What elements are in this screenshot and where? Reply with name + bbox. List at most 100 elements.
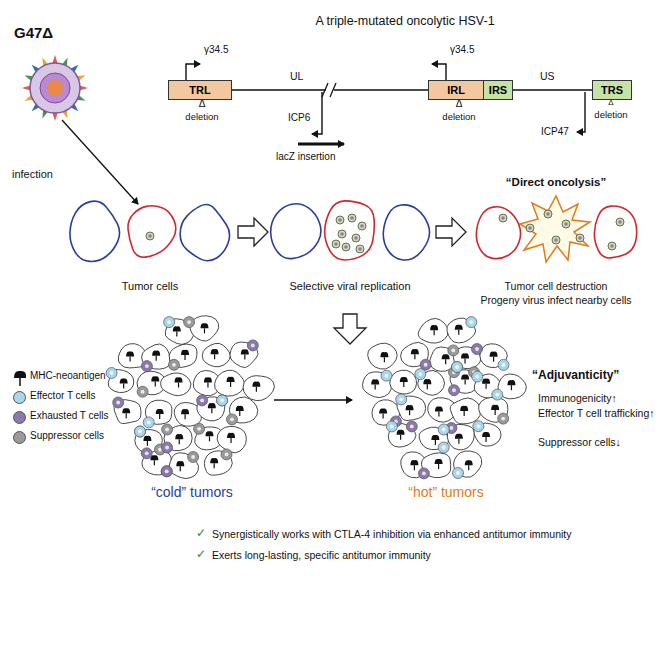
mhc <box>200 323 208 328</box>
mhc <box>455 434 463 439</box>
virus <box>332 240 340 248</box>
mhc <box>495 410 496 415</box>
mhc <box>176 461 184 466</box>
immune-nucleus <box>138 430 142 434</box>
immune-cell <box>452 362 463 373</box>
mhc <box>208 403 216 408</box>
lacz-arrow <box>298 143 344 146</box>
tumor-cell <box>114 400 141 424</box>
immune-nucleus <box>469 320 473 324</box>
immune-cell <box>449 385 460 396</box>
mhc <box>371 379 379 384</box>
mhc <box>204 377 212 382</box>
tumor-cell <box>180 204 229 260</box>
mhc <box>185 414 186 419</box>
virus <box>544 210 552 218</box>
tumor-cell <box>368 343 398 369</box>
mhc <box>181 350 189 355</box>
mhc <box>403 382 404 387</box>
immune-nucleus <box>451 348 455 352</box>
mhc <box>230 438 231 443</box>
tumor-cell <box>128 206 176 257</box>
virus-capsid <box>40 73 70 103</box>
mhc <box>126 351 134 356</box>
gene-region-box: TRS <box>592 80 632 100</box>
mhc <box>442 354 450 359</box>
mhc <box>209 436 210 441</box>
label: deletion <box>185 111 218 122</box>
immune-cell <box>221 449 232 460</box>
tumor-cell <box>230 342 258 368</box>
tumor-cell <box>165 319 194 345</box>
virus-core <box>501 216 505 220</box>
tumor-cell <box>202 343 230 367</box>
legend-text: Suppressor cells <box>30 430 104 442</box>
immune-cell <box>492 389 503 400</box>
mhc <box>155 382 156 387</box>
tumor-cell <box>271 204 321 259</box>
immune-cell <box>113 397 124 408</box>
mhc <box>152 351 160 356</box>
immune-nucleus <box>418 372 422 376</box>
tumor-cell <box>229 397 257 423</box>
label: US <box>540 70 555 83</box>
mhc <box>214 354 215 359</box>
label: “cold” tumors <box>151 484 233 501</box>
legend-swatch <box>13 391 26 404</box>
mhc <box>434 330 435 335</box>
mhc <box>490 352 498 357</box>
mhc <box>435 459 443 464</box>
tumor-cell <box>454 451 482 477</box>
virus <box>358 222 366 230</box>
mhc <box>210 458 218 463</box>
legend-swatch <box>13 411 26 424</box>
virus <box>342 243 350 251</box>
immune-nucleus <box>116 401 120 405</box>
tumor-cell <box>474 423 501 446</box>
label: Tumor cells <box>122 280 178 293</box>
virus-core <box>358 247 362 251</box>
mhc <box>400 435 401 440</box>
mhc <box>120 378 128 383</box>
immune-nucleus <box>145 451 149 455</box>
immune-cell <box>106 368 117 379</box>
mhc <box>430 325 438 330</box>
immune-cell <box>472 371 483 382</box>
label: deletion <box>594 109 627 120</box>
mhc <box>156 409 164 414</box>
virus-core <box>354 236 358 240</box>
heading: A triple-mutated oncolytic HSV-1 <box>315 14 494 29</box>
label: Progeny virus infect nearby cells <box>480 294 631 307</box>
immune-nucleus <box>220 398 224 402</box>
mhc <box>175 377 183 382</box>
label: Immunogenicity↑ <box>538 392 617 405</box>
mhc <box>511 385 512 390</box>
tumor-cell <box>476 207 520 259</box>
tumor-cell <box>108 370 134 393</box>
mhc <box>461 374 469 379</box>
immune-cell <box>141 448 152 459</box>
mhc <box>458 330 459 335</box>
mhc <box>435 440 436 445</box>
immune-cell <box>164 317 175 328</box>
immune-nucleus <box>230 417 234 421</box>
box-label: IRL <box>447 84 465 96</box>
mhc <box>123 384 124 389</box>
immune-nucleus <box>167 320 171 324</box>
tumor-cell <box>243 376 274 401</box>
tumor-cell <box>480 344 507 368</box>
label: Tumor cell destruction <box>505 280 608 293</box>
mhc <box>375 384 376 389</box>
mhc <box>445 359 446 364</box>
label: “Adjuvanticity” <box>532 368 619 382</box>
virus <box>338 230 346 238</box>
label: ICP6 <box>288 112 310 124</box>
gene-region-box: IRL <box>428 80 484 100</box>
explosion <box>520 196 590 262</box>
immune-cell <box>466 317 477 328</box>
immune-nucleus <box>220 398 224 402</box>
tumor-cell <box>197 397 225 421</box>
gamma-arrow <box>432 64 446 80</box>
immune-cell <box>169 359 180 370</box>
